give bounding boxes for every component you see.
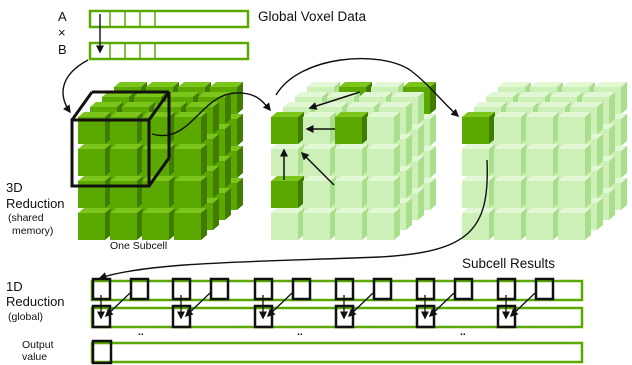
- voxel-cube: [558, 144, 591, 176]
- voxel-cube: [142, 208, 175, 240]
- voxel-cube: [494, 176, 527, 208]
- voxel-cube: [110, 112, 143, 144]
- voxel-cube: [303, 208, 336, 240]
- voxel-cube: [367, 176, 400, 208]
- result-box: [209, 277, 230, 301]
- reduce-arrow: [266, 292, 293, 318]
- voxel-cube: [271, 112, 304, 144]
- label-global: (global): [8, 311, 43, 323]
- array-a-bar: [88, 9, 250, 29]
- result-box: [129, 277, 150, 301]
- arrow-cube1-to-cube2: [151, 92, 271, 137]
- voxel-cube: [335, 112, 368, 144]
- voxel-cube: [271, 208, 304, 240]
- voxel-cube: [78, 144, 111, 176]
- reduce-arrow: [347, 292, 374, 318]
- label-output: Output: [22, 339, 54, 351]
- arrow-b-to-cube: [62, 59, 89, 114]
- voxel-cube: [110, 144, 143, 176]
- voxel-cube: [462, 144, 495, 176]
- label-times: ×: [58, 25, 66, 40]
- output-value-label: Output value: [22, 339, 54, 363]
- voxel-cube: [142, 176, 175, 208]
- arrow-result-to-1d: [98, 159, 488, 280]
- voxel-cube: [78, 176, 111, 208]
- label-reduction-1d: Reduction: [6, 294, 65, 309]
- reduce-arrow: [428, 292, 455, 318]
- voxel-cube: [462, 208, 495, 240]
- voxel-cube: [335, 176, 368, 208]
- ellipsis-2: ..: [297, 326, 303, 338]
- voxel-cube: [594, 82, 627, 114]
- voxel-cube: [110, 208, 143, 240]
- voxel-cube: [335, 208, 368, 240]
- reduce-arrow: [184, 292, 211, 318]
- label-one-subcell: One Subcell: [110, 240, 167, 252]
- voxel-cube: [526, 176, 559, 208]
- output-value-bar: [90, 341, 584, 364]
- reduce-arrow: [104, 292, 131, 318]
- reduce-arrow: [509, 292, 536, 318]
- result-box: [291, 277, 312, 301]
- subcell-reduction-cube-grid: [271, 82, 436, 240]
- voxel-cube: [271, 176, 304, 208]
- voxel-cube: [367, 208, 400, 240]
- label-shared: (shared: [8, 212, 44, 224]
- subcell-outline: [70, 90, 171, 188]
- voxel-cube: [303, 176, 336, 208]
- voxel-cube: [367, 144, 400, 176]
- voxel-cube: [174, 112, 207, 144]
- voxel-cube: [335, 144, 368, 176]
- voxel-cube: [174, 144, 207, 176]
- array-b-bar: [88, 41, 250, 61]
- voxel-cube: [78, 112, 111, 144]
- result-box: [453, 277, 474, 301]
- label-1d: 1D: [6, 279, 23, 294]
- voxel-cube: [526, 208, 559, 240]
- reduction-1d-bars: [90, 277, 584, 365]
- label-b: B: [58, 42, 67, 57]
- voxel-cube: [494, 112, 527, 144]
- voxel-cube: [110, 176, 143, 208]
- voxel-cube: [303, 112, 336, 144]
- reduction-1d-label: 1D Reduction (global): [6, 279, 65, 323]
- label-subcell-results: Subcell Results: [462, 256, 555, 271]
- internal-reduction-arrows: [280, 91, 361, 186]
- voxel-cube: [462, 176, 495, 208]
- voxel-cube-grid: [78, 82, 243, 240]
- global-voxel-section: A × B Global Voxel Data: [58, 9, 367, 114]
- label-a: A: [58, 9, 67, 24]
- voxel-cube: [271, 144, 304, 176]
- subcell-result-cube-grid: [462, 82, 627, 240]
- label-value: value: [22, 351, 47, 363]
- voxel-cube: [494, 144, 527, 176]
- voxel-cube: [558, 112, 591, 144]
- voxel-cube: [526, 112, 559, 144]
- voxel-cube: [558, 208, 591, 240]
- ellipsis-3: ..: [460, 326, 466, 338]
- voxel-cube: [462, 112, 495, 144]
- reduction-3d-label: 3D Reduction (shared memory): [6, 180, 65, 237]
- voxel-cube: [174, 176, 207, 208]
- label-memory: memory): [12, 225, 53, 237]
- result-box: [372, 277, 393, 301]
- voxel-cube: [174, 208, 207, 240]
- voxel-cube: [367, 112, 400, 144]
- label-reduction-3d: Reduction: [6, 196, 65, 211]
- result-box: [534, 277, 555, 301]
- voxel-cube: [558, 176, 591, 208]
- voxel-cube: [494, 208, 527, 240]
- output-value-box: [91, 339, 113, 365]
- label-global-voxel-data: Global Voxel Data: [258, 9, 367, 24]
- voxel-cube: [526, 144, 559, 176]
- voxel-cube: [78, 208, 111, 240]
- arrow-cube2-to-cube3: [275, 57, 460, 117]
- ellipsis-1: ..: [138, 326, 144, 338]
- label-3d: 3D: [6, 180, 23, 195]
